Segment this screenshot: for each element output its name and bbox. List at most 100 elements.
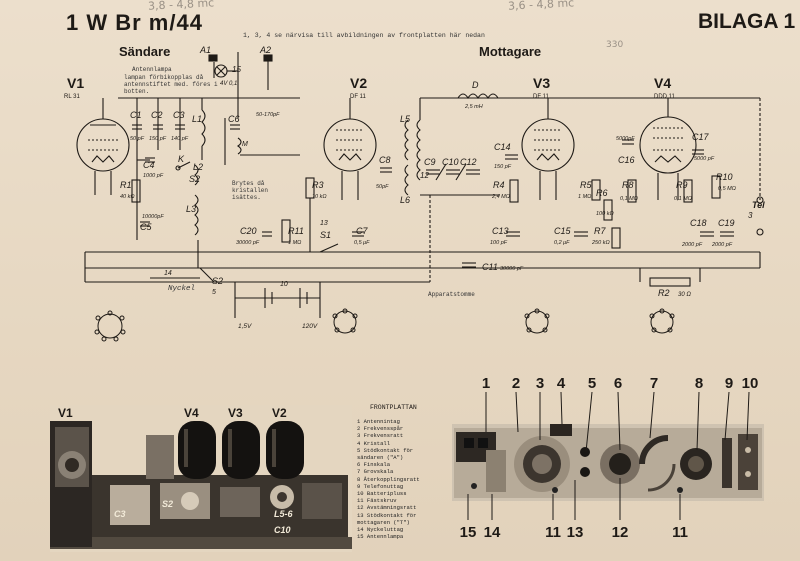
legend-item: 15 Antennlampa — [357, 533, 404, 541]
c18-label: C18 — [690, 218, 707, 228]
circuit-schematic: V1 RL 31 V2 DF 11 V3 DF 11 V4 DDD 11 A1 … — [64, 45, 765, 342]
r5-label: R5 — [580, 180, 592, 190]
legend-item: 10 Batteripluss — [357, 490, 407, 498]
s1-label: S1 — [320, 230, 331, 240]
c1-label: C1 — [130, 110, 142, 120]
document-title: 1 W Br m/44 — [66, 10, 203, 35]
c9-label: C9 — [424, 157, 436, 167]
c6-label: C6 — [228, 114, 240, 124]
legend-item: 12 Avstämningsratt — [357, 504, 417, 512]
c12-label: C12 — [460, 157, 477, 167]
c19-label: C19 — [718, 218, 735, 228]
c2-label: C2 — [151, 110, 163, 120]
l2-label: L2 — [193, 162, 203, 172]
tube-v2-type: DF 11 — [350, 94, 367, 100]
legend-item: 9 Telefonuttag — [357, 482, 404, 490]
antenna-lamp-label: Antennlampa — [132, 66, 172, 73]
legend-item: mottagaren ("T") — [357, 518, 410, 526]
callout-9: 9 — [724, 375, 734, 392]
chassis-photo: V1 V4 V3 V2 C3 S2 L5-6 C10 — [50, 405, 352, 552]
tube-v3-type: DF 11 — [533, 94, 550, 100]
legend-item: 8 Återkopplingsratt — [357, 475, 420, 483]
c15-label: C15 — [554, 226, 572, 236]
callout-11-right: 11 — [672, 524, 688, 541]
callout-12: 12 — [611, 524, 629, 541]
photo-part-c10: C10 — [274, 525, 291, 535]
front-reference-note: 1, 3, 4 se närvisa till avbildningen av … — [243, 32, 485, 39]
r8-value: 0,1 MΩ — [620, 196, 638, 202]
c11-value: 30000 pF — [500, 266, 524, 272]
c20-label: C20 — [240, 226, 257, 236]
r1-label: R1 — [120, 180, 132, 190]
tube-v1-type: RL 31 — [64, 94, 80, 100]
photo-part-l56: L5-6 — [274, 509, 294, 519]
lamp-rating: 4V 0,1 — [220, 81, 237, 87]
callout-15: 15 — [459, 524, 477, 541]
photo-part-s2: S2 — [162, 499, 173, 509]
legend-item: 2 Frekvensspår — [357, 425, 404, 433]
c13-value: 100 pF — [490, 240, 508, 246]
r3-value: 10 kΩ — [312, 194, 327, 200]
number-10: 10 — [280, 281, 288, 288]
receiver-heading: Mottagare — [479, 44, 542, 59]
c15-value: 0,2 μF — [554, 240, 570, 246]
photo-label-v2: V2 — [272, 406, 287, 420]
c5-value: 10000pF — [142, 214, 164, 220]
legend-item: sändaren ("A") — [357, 454, 404, 462]
c16-value: 5000pF — [616, 136, 635, 142]
callout-1: 1 — [481, 375, 491, 392]
front-panel-photo — [452, 424, 764, 501]
c3-value: 140 pF — [171, 136, 189, 142]
c6-value: 50-170pF — [256, 112, 280, 118]
tube-v4-label: V4 — [654, 75, 671, 91]
r6-label: R6 — [596, 188, 608, 198]
c20-value: 30000 pF — [236, 240, 260, 246]
socket-v1 — [94, 310, 126, 342]
l5-label: L5 — [400, 114, 411, 124]
photo-label-v1: V1 — [58, 406, 73, 420]
r6-value: 100 kΩ — [596, 211, 614, 217]
voltage-1-5v: 1,5V — [238, 323, 252, 330]
legend-item: 14 Nyckeluttag — [357, 526, 404, 534]
c14-label: C14 — [494, 142, 511, 152]
s2-label: S2 — [189, 174, 200, 184]
c10-label: C10 — [442, 157, 459, 167]
crystal-note: Brytes då kristallen isättes. — [232, 180, 269, 201]
callout-7: 7 — [649, 375, 659, 392]
c4-label: C4 — [143, 160, 155, 170]
photo-label-v4: V4 — [184, 406, 199, 420]
l1-label: L1 — [192, 114, 202, 124]
r10-label: R10 — [716, 172, 733, 182]
tube-v3-label: V3 — [533, 75, 550, 91]
legend-item: 1 Antennintag — [357, 418, 400, 425]
r1-value: 40 kΩ — [120, 194, 135, 200]
r7-value: 250 kΩ — [591, 240, 610, 246]
tube-v2-label: V2 — [350, 75, 367, 91]
number-14: 14 — [164, 270, 172, 277]
c13-label: C13 — [492, 226, 509, 236]
c8-label: C8 — [379, 155, 391, 165]
legend-item: 7 Grovskala — [357, 468, 394, 476]
d-value: 2,5 mH — [464, 104, 483, 110]
chassis-label: Apparatstomme — [428, 291, 475, 298]
callout-2: 2 — [511, 375, 521, 392]
l6-label: L6 — [400, 195, 410, 205]
terminal-a2: A2 — [259, 45, 271, 55]
c2-value: 150 pF — [149, 136, 167, 142]
pencil-note-mid: 330 — [606, 40, 624, 50]
d-label: D — [472, 80, 479, 90]
callout-14: 14 — [483, 524, 501, 541]
number-12: 12 — [420, 171, 429, 180]
photo-part-c3: C3 — [114, 509, 126, 519]
photo-label-v3: V3 — [228, 406, 243, 420]
lamp-bypass-note: lampan förbikopplas då antennstiftet med… — [124, 74, 218, 95]
r4-label: R4 — [493, 180, 505, 190]
c8-value: 50pF — [376, 184, 389, 190]
number-13: 13 — [320, 220, 328, 227]
legend-item: 11 Fästskruv — [357, 497, 397, 505]
c3-label: C3 — [173, 110, 185, 120]
tube-v1-label: V1 — [67, 75, 84, 91]
antenna-number: 15 — [232, 65, 241, 74]
r4-value: 2,4 MΩ — [491, 194, 510, 200]
r2-value: 30 Ω — [678, 292, 691, 298]
